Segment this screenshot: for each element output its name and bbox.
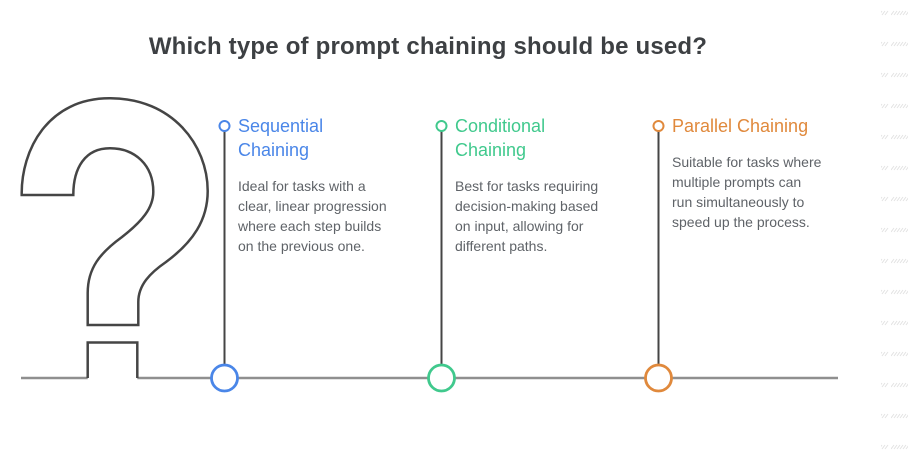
column-heading-parallel: Parallel Chaining: [672, 116, 809, 136]
top-node-parallel-icon: [652, 120, 665, 132]
timeline-node-sequential-icon: [210, 363, 239, 393]
question-mark-dot: [86, 341, 139, 378]
column-sequential: Sequential Chaining Ideal for tasks with…: [238, 114, 420, 256]
top-node-sequential-icon: [218, 120, 231, 132]
question-mark-icon: [20, 97, 209, 327]
column-description-parallel: Suitable for tasks where multiple prompt…: [672, 154, 822, 230]
column-heading-conditional: Conditional Chaining: [455, 116, 546, 160]
timeline-node-conditional-icon: [427, 363, 456, 393]
column-description-sequential: Ideal for tasks with a clear, linear pro…: [238, 178, 387, 254]
page-title: Which type of prompt chaining should be …: [148, 33, 708, 60]
column-heading-sequential: Sequential Chaining: [238, 116, 324, 160]
column-parallel: Parallel Chaining Suitable for tasks whe…: [672, 114, 854, 232]
canvas-edge-texture: [881, 4, 908, 457]
column-conditional: Conditional Chaining Best for tasks requ…: [455, 114, 637, 256]
column-description-conditional: Best for tasks requiring decision-making…: [455, 178, 599, 254]
timeline-node-parallel-icon: [644, 363, 673, 393]
top-node-conditional-icon: [435, 120, 448, 132]
